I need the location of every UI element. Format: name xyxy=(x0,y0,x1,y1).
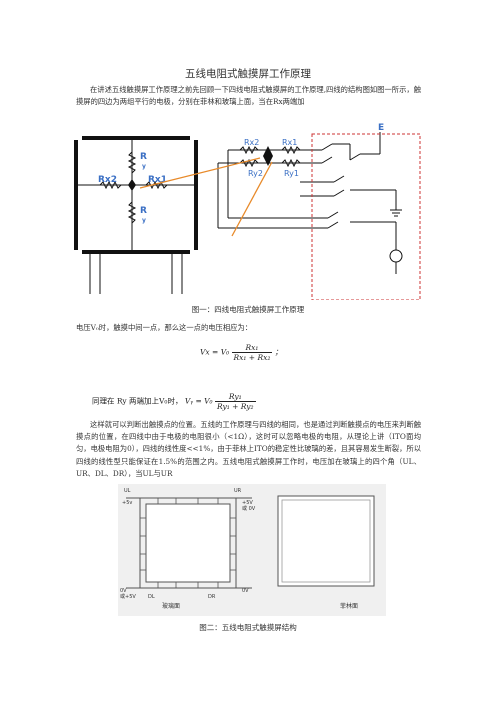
voltage-line: 电压V₀时，触摸中间一点，那么这一点的电压相应为： xyxy=(76,323,253,332)
switch-box xyxy=(311,133,421,300)
formula-vy-den: Ry₁ + Ry₂ xyxy=(216,402,254,411)
right-electrode xyxy=(194,140,198,250)
figure1-caption: 图一：四线电阻式触摸屏工作原理 xyxy=(191,305,305,314)
formula-vy-num: Ry₁ xyxy=(214,392,256,402)
label-rx2: Rx2 xyxy=(98,175,117,185)
label-e: E xyxy=(378,123,384,133)
formula-vx-den: Rx₁ + Rx₂ xyxy=(233,353,271,362)
left-electrode xyxy=(74,140,78,250)
formula-vy-lhs: Vᵧ = V₀ xyxy=(184,396,213,406)
label-dr: DR xyxy=(208,594,216,600)
page-title: 五线电阻式触摸屏工作原理 xyxy=(185,68,311,80)
formula-vx: Vx = V₀ Rx₁ Rx₁ + Rx₂ ； xyxy=(200,343,282,362)
figure-four-wire-diagram: Rx2 Rx1 R y R y Rx2 Rx1 Ry2 Ry1 E xyxy=(74,123,421,300)
label-or0v-right: 或 0V xyxy=(242,505,256,512)
label-rx1: Rx1 xyxy=(148,175,167,185)
top-electrode xyxy=(82,136,190,140)
label-ry-bottom: R xyxy=(140,206,147,216)
label-ry-bottom-sub: y xyxy=(142,217,146,224)
label-film: 菲林面 xyxy=(340,602,358,610)
label-sw-ry2: Ry2 xyxy=(248,169,263,178)
figure-five-wire-structure: UL +5v UR +5V 或 0V 0V 或+5V DL DR 0V 玻璃面 … xyxy=(118,484,386,616)
formula-vx-lhs: Vx = V₀ xyxy=(200,347,230,357)
label-or5v-left: 或+5V xyxy=(120,593,136,600)
intro-paragraph: 在讲述五线触摸屏工作原理之前先回顾一下四线电阻式触摸屏的工作原理,四线的结构图如… xyxy=(76,85,421,107)
formula-vx-tail: ； xyxy=(274,347,283,357)
label-sw-ry1: Ry1 xyxy=(284,169,299,178)
label-sw-rx1: Rx1 xyxy=(282,138,297,147)
label-dl: DL xyxy=(148,594,155,600)
formula-vy: 同理在 Ry 两端加上V₀时， Vᵧ = V₀ Ry₁ Ry₁ + Ry₂ xyxy=(92,392,256,411)
label-sw-rx2: Rx2 xyxy=(244,138,259,147)
bottom-electrode xyxy=(82,250,190,254)
label-0v-left: 0V xyxy=(120,588,127,594)
formula-vx-num: Rx₁ xyxy=(231,343,273,353)
label-glass: 玻璃面 xyxy=(162,602,180,610)
label-ur: UR xyxy=(234,488,242,494)
label-plus5v-left: +5v xyxy=(122,500,132,506)
label-plus5v-right: +5V xyxy=(242,500,253,506)
formula-vy-prefix: 同理在 Ry 两端加上V₀时， xyxy=(92,396,183,406)
label-ul: UL xyxy=(124,488,131,494)
label-0v-right: 0V xyxy=(242,588,249,594)
figure2-caption: 图二：五线电阻式触摸屏结构 xyxy=(199,623,297,632)
label-ry-top: R xyxy=(140,152,147,162)
label-ry-top-sub: y xyxy=(142,163,146,170)
meter-icon xyxy=(389,249,403,263)
body-paragraph: 这样就可以判断出触摸点的位置。五线的工作原理与四线的相同，也是通过判断触摸点的电… xyxy=(76,420,421,478)
